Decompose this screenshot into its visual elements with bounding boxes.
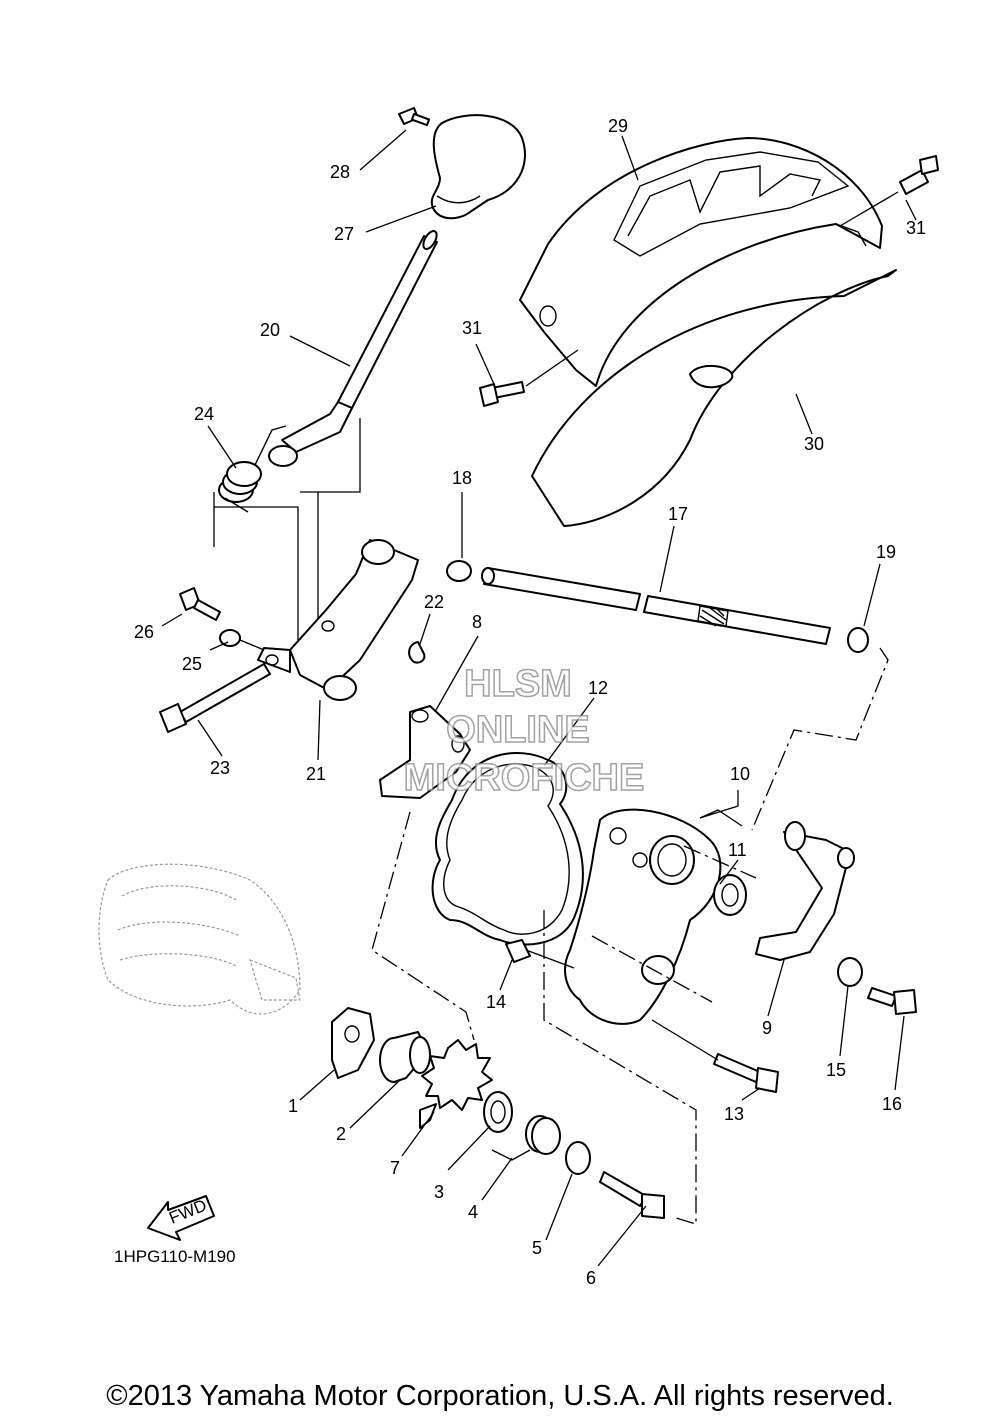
housing-part-10	[564, 808, 722, 1025]
callout-15: 15	[826, 1060, 846, 1080]
callout-14: 14	[486, 992, 506, 1012]
callout-28: 28	[330, 162, 350, 182]
screw-part-28	[398, 107, 431, 127]
shift-arm-part-21	[257, 539, 419, 701]
bolt-part-13	[651, 1019, 779, 1093]
callout-11: 11	[728, 840, 747, 860]
bolt-part-16	[867, 987, 917, 1015]
callout-labels: 1 2 3 4 5 6 7 8 9 10 11 12 13 14 15 16 1…	[134, 116, 926, 1288]
shift-shaft-part-17	[481, 567, 831, 645]
callout-10: 10	[730, 764, 750, 784]
lever-part-9	[755, 821, 855, 961]
bolt-part-31-left	[479, 349, 579, 407]
console-cover-part-29	[519, 137, 883, 387]
collar-part-2	[379, 1031, 431, 1083]
callout-17: 17	[668, 504, 688, 524]
callout-24: 24	[194, 404, 214, 424]
callout-21: 21	[306, 764, 326, 784]
watermark-line-3: MICROFICHE	[404, 757, 645, 799]
callout-4: 4	[468, 1202, 478, 1222]
callout-27: 27	[334, 224, 354, 244]
shift-knob-part-27	[430, 114, 526, 220]
shift-lever-part-20	[268, 229, 438, 467]
callout-30: 30	[804, 434, 824, 454]
callout-23: 23	[210, 758, 230, 778]
callout-16: 16	[882, 1094, 902, 1114]
washer-part-15	[837, 957, 863, 987]
callout-25: 25	[182, 654, 202, 674]
callout-29: 29	[608, 116, 628, 136]
callout-1: 1	[288, 1096, 298, 1116]
oil-seal-part-11	[713, 874, 747, 916]
copyright-notice: ©2013 Yamaha Motor Corporation, U.S.A. A…	[106, 1380, 894, 1412]
callout-20: 20	[260, 320, 280, 340]
bolt-part-23	[159, 663, 271, 733]
watermark: HLSM ONLINE MICROFICHE	[403, 662, 645, 800]
spring-part-4	[491, 1115, 561, 1161]
callout-8: 8	[472, 612, 482, 632]
dowel-part-14	[505, 939, 531, 963]
bolt-part-31-top	[839, 155, 939, 227]
nut-part-19	[847, 627, 869, 653]
callout-7: 7	[390, 1158, 400, 1178]
lower-cover-part-30	[531, 269, 897, 527]
callout-5: 5	[532, 1238, 542, 1258]
callout-13: 13	[724, 1104, 744, 1124]
bolt-part-6	[599, 1171, 665, 1219]
fwd-arrow-icon: FWD	[147, 1195, 215, 1241]
segment-part-8	[379, 705, 471, 799]
callout-19: 19	[876, 542, 896, 562]
washer-part-5	[565, 1141, 591, 1175]
circlip-part-22	[408, 641, 426, 664]
callout-26: 26	[134, 622, 154, 642]
callout-12: 12	[588, 678, 608, 698]
callout-9: 9	[762, 1018, 772, 1038]
watermark-line-1: HLSM	[464, 663, 572, 705]
star-part-7	[419, 1039, 493, 1129]
diagram-code: 1HPG110-M190	[114, 1247, 236, 1266]
shift-drum-ghost	[98, 863, 301, 1015]
callout-2: 2	[336, 1124, 346, 1144]
spring-part-24	[218, 425, 287, 513]
callout-3: 3	[434, 1182, 444, 1202]
callout-6: 6	[586, 1268, 596, 1288]
watermark-line-2: ONLINE	[446, 709, 590, 751]
callout-31-top: 31	[906, 218, 926, 238]
callout-31-left: 31	[462, 318, 482, 338]
washer-part-25	[219, 629, 241, 647]
guide-part-1	[331, 1007, 375, 1079]
nut-part-18	[446, 560, 472, 582]
washer-part-3	[483, 1091, 513, 1133]
callout-22: 22	[424, 592, 444, 612]
callout-18: 18	[452, 468, 472, 488]
bolt-part-26	[179, 587, 221, 621]
